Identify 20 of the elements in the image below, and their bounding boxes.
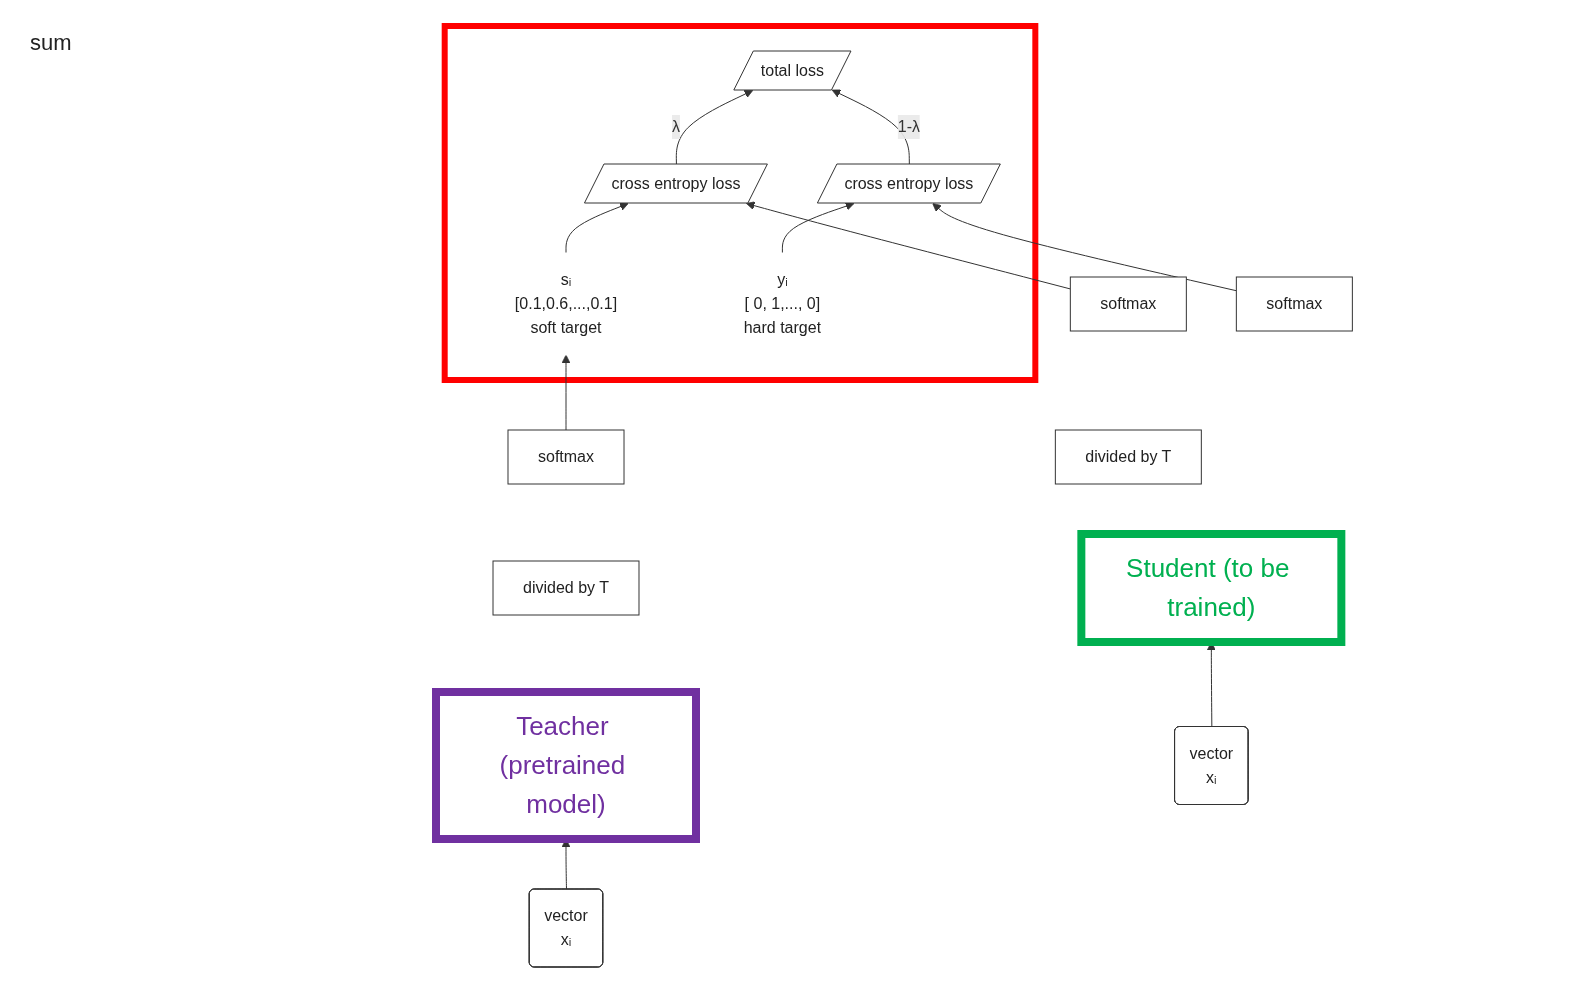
- edge-label: 1-λ: [898, 117, 921, 135]
- node-box: Teacher (pretrained model): [432, 687, 701, 843]
- arrow: [746, 200, 1072, 289]
- arrow: [561, 354, 571, 430]
- node-text: sᵢ [0.1,0.6,...,0.1] soft target: [515, 270, 618, 336]
- arrow: [782, 201, 855, 253]
- node-box: softmax: [1236, 276, 1354, 331]
- node-box: divided by T: [1055, 429, 1203, 484]
- node-box: softmax: [507, 429, 625, 484]
- node-box: Student (to be trained): [1077, 529, 1346, 646]
- edge-label: λ: [672, 117, 681, 135]
- node-box: divided by T: [492, 560, 640, 615]
- arrow: [832, 89, 911, 165]
- node-text: yᵢ [ 0, 1,..., 0] hard target: [744, 270, 822, 336]
- cluster: [442, 22, 1039, 383]
- note-text: sum: [30, 30, 73, 56]
- arrow: [932, 202, 1238, 291]
- arrow: [676, 89, 754, 165]
- arrow: [565, 201, 629, 253]
- node-box: softmax: [1070, 276, 1188, 331]
